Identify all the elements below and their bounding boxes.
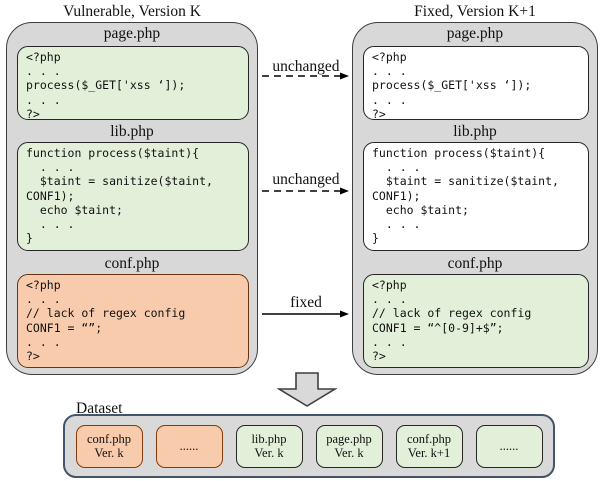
file-label-page-php: page.php <box>103 25 161 42</box>
code-line: ?> <box>372 349 386 364</box>
code-box-lib-php-fixed: function process($taint){ . . . $taint =… <box>363 142 589 251</box>
file-label-page-php: page.php <box>446 25 504 42</box>
code-line: function process($taint){ <box>26 146 200 160</box>
card-filename: ...... <box>179 439 199 453</box>
code-line: . . . <box>372 64 407 79</box>
dataset-card-ellipsis-orange: ...... <box>155 424 223 468</box>
code-box-page-php-vulnerable: <?php. . .process($_GET['xss ‘]);. . .?> <box>17 46 249 120</box>
card-filename: conf.php <box>86 432 132 446</box>
code-line: <?php <box>372 50 407 64</box>
code-box-page-php-fixed: <?php. . .process($_GET['xss ‘]);. . .?> <box>363 46 589 120</box>
big-down-arrow-icon <box>277 372 337 407</box>
code-line: <?php <box>372 278 407 292</box>
dataset-card-page-ver-k: page.php Ver. k <box>315 424 383 468</box>
code-line: CONF1); <box>26 188 75 203</box>
code-line: // lack of regex config <box>372 306 532 321</box>
code-line: ?> <box>372 106 386 120</box>
fixed-panel: page.php <?php. . .process($_GET['xss ‘]… <box>352 22 598 375</box>
code-line: ?> <box>26 349 40 364</box>
unchanged-arrow-label-1: unchanged <box>272 58 340 75</box>
code-line: process($_GET['xss ‘]); <box>372 78 532 93</box>
dataset-container: conf.php Ver. k ...... lib.php Ver. k pa… <box>63 414 555 478</box>
code-line: CONF1 = “”; <box>26 320 103 335</box>
code-line: process($_GET['xss ‘]); <box>26 78 186 93</box>
code-box-lib-php-vulnerable: function process($taint){ . . . $taint =… <box>17 142 249 251</box>
left-panel-title: Vulnerable, Version K <box>63 3 201 20</box>
vulnerable-panel: page.php <?php. . .process($_GET['xss ‘]… <box>6 22 258 375</box>
card-version: Ver. k <box>334 446 364 460</box>
code-line: . . . <box>26 217 75 232</box>
solid-arrow-icon <box>262 310 349 318</box>
right-panel-title: Fixed, Version K+1 <box>414 3 536 20</box>
code-line: } <box>26 231 33 246</box>
dataset-card-ellipsis-green: ...... <box>475 424 543 468</box>
code-line: . . . <box>372 217 421 232</box>
file-label-conf-php: conf.php <box>104 255 160 272</box>
file-label-lib-php: lib.php <box>453 123 497 140</box>
code-line: . . . <box>372 160 421 175</box>
code-line: . . . <box>26 160 75 175</box>
code-line: } <box>372 231 379 246</box>
code-line: . . . <box>372 92 407 107</box>
code-line: $taint = sanitize($taint, <box>372 174 559 189</box>
dataset-label: Dataset <box>76 400 123 417</box>
card-version: Ver. k+1 <box>407 446 451 460</box>
code-line: echo $taint; <box>372 202 469 217</box>
dataset-card-conf-ver-k1: conf.php Ver. k+1 <box>395 424 463 468</box>
dashed-arrow-icon <box>262 72 349 80</box>
code-line: <?php <box>26 278 61 292</box>
card-filename: page.php <box>326 432 372 446</box>
dashed-arrow-icon <box>262 187 349 195</box>
code-line: CONF1 = “^[0-9]+$”; <box>372 320 504 335</box>
code-line: . . . <box>26 292 61 307</box>
code-line: ?> <box>26 106 40 120</box>
card-filename: conf.php <box>406 432 452 446</box>
code-line: . . . <box>26 334 61 349</box>
file-label-conf-php: conf.php <box>447 255 503 272</box>
code-line: . . . <box>372 334 407 349</box>
code-line: . . . <box>26 64 61 79</box>
card-version: Ver. k <box>94 446 124 460</box>
card-filename: ...... <box>499 439 519 453</box>
code-line: echo $taint; <box>26 202 123 217</box>
fixed-arrow-label: fixed <box>290 294 322 311</box>
unchanged-arrow-label-2: unchanged <box>272 171 340 188</box>
code-line: . . . <box>26 92 61 107</box>
dataset-card-lib-ver-k: lib.php Ver. k <box>235 424 303 468</box>
file-label-lib-php: lib.php <box>110 123 154 140</box>
card-version: Ver. k <box>254 446 284 460</box>
code-line: $taint = sanitize($taint, <box>26 174 213 189</box>
code-line: <?php <box>26 50 61 64</box>
code-line: . . . <box>372 292 407 307</box>
dataset-card-conf-ver-k: conf.php Ver. k <box>75 424 143 468</box>
code-line: function process($taint){ <box>372 146 546 160</box>
code-line: // lack of regex config <box>26 306 186 321</box>
card-filename: lib.php <box>251 432 287 446</box>
code-line: CONF1); <box>372 188 421 203</box>
